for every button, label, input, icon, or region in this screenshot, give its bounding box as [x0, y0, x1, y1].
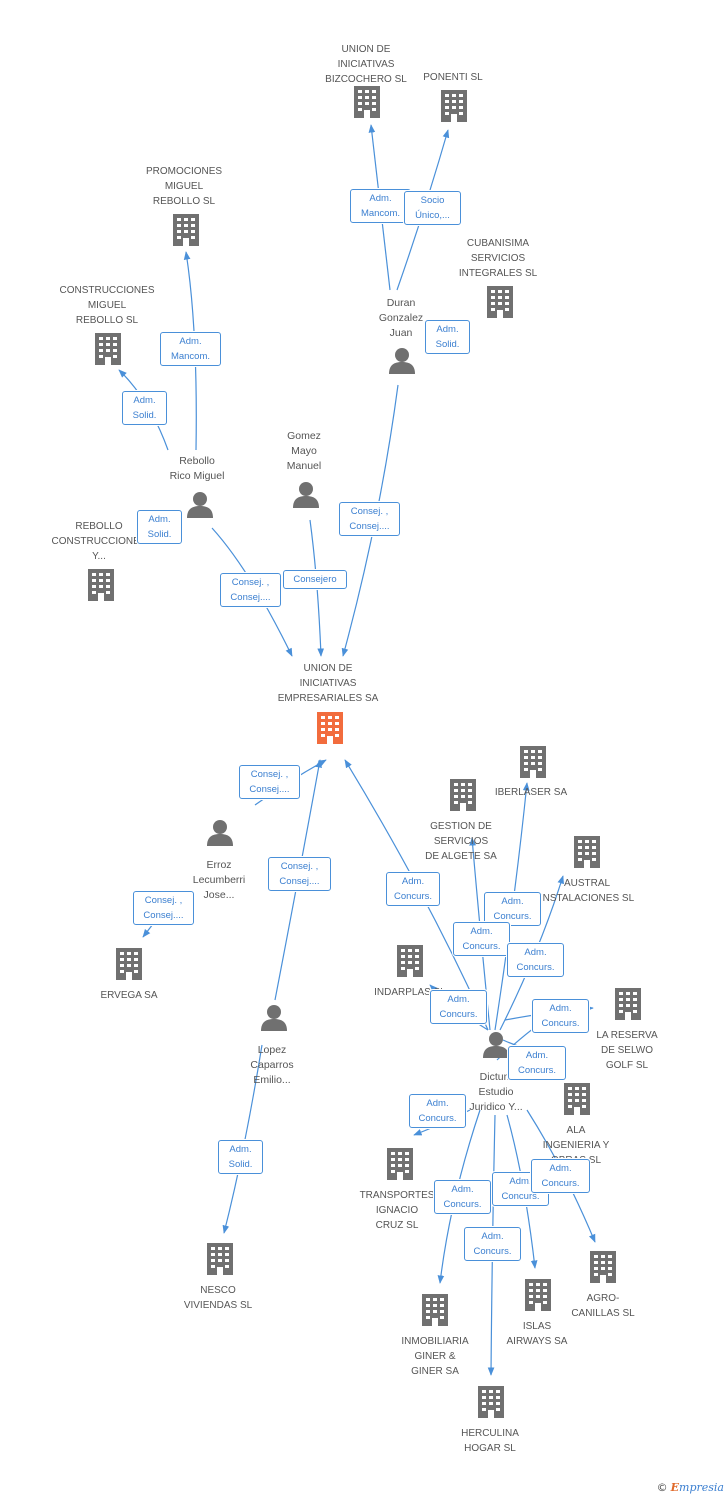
relation-badge[interactable]: Adm. Concurs.	[409, 1094, 466, 1128]
relation-badge[interactable]: Adm. Concurs.	[453, 922, 510, 956]
relation-badge[interactable]: Adm. Concurs.	[507, 943, 564, 977]
building-icon[interactable]	[95, 333, 121, 365]
copyright-symbol: ©	[656, 1481, 668, 1494]
building-icon[interactable]	[422, 1294, 448, 1326]
relation-badge[interactable]: Consej. , Consej....	[133, 891, 194, 925]
person-label[interactable]: Erroz Lecumberri Jose...	[192, 859, 246, 901]
person-label[interactable]: Dictum Estudio Juridico Y...	[469, 1071, 523, 1113]
empresia-watermark: ©Empresia	[657, 1481, 724, 1494]
company-label[interactable]: UNION DE INICIATIVAS BIZCOCHERO SL	[325, 44, 407, 85]
company-label[interactable]: TRANSPORTES IGNACIO CRUZ SL	[359, 1190, 435, 1231]
relation-badge[interactable]: Socio Único,...	[404, 191, 461, 225]
building-icon[interactable]	[88, 569, 114, 601]
building-icon[interactable]	[487, 286, 513, 318]
company-label[interactable]: LA RESERVA DE SELWO GOLF SL	[596, 1030, 658, 1071]
building-icon[interactable]	[354, 86, 380, 118]
company-label[interactable]: HERCULINA HOGAR SL	[461, 1428, 519, 1454]
company-label[interactable]: REBOLLO CONSTRUCCIONES Y...	[51, 521, 147, 562]
person-icon[interactable]	[293, 482, 319, 508]
relation-badge[interactable]: Adm. Concurs.	[386, 872, 440, 906]
relation-badge[interactable]: Consej. , Consej....	[239, 765, 300, 799]
relation-badge[interactable]: Adm. Concurs.	[531, 1159, 590, 1193]
building-icon[interactable]	[478, 1386, 504, 1418]
relation-badge[interactable]: Consejero	[283, 570, 347, 589]
building-icon[interactable]	[441, 90, 467, 122]
relation-badge[interactable]: Consej. , Consej....	[268, 857, 331, 891]
relation-badge[interactable]: Adm. Concurs.	[434, 1180, 491, 1214]
relation-badge[interactable]: Adm. Concurs.	[532, 999, 589, 1033]
company-label[interactable]: PONENTI SL	[423, 72, 483, 83]
company-label[interactable]: NESCO VIVIENDAS SL	[183, 1285, 253, 1311]
relation-badge[interactable]: Adm. Solid.	[137, 510, 182, 544]
relation-badge[interactable]: Adm. Concurs.	[430, 990, 487, 1024]
person-label[interactable]: Duran Gonzalez Juan	[378, 297, 424, 339]
building-icon[interactable]	[387, 1148, 413, 1180]
person-icon[interactable]	[207, 820, 233, 846]
person-icon[interactable]	[187, 492, 213, 518]
building-icon[interactable]	[116, 948, 142, 980]
company-label[interactable]: GESTION DE SERVICIOS DE ALGETE SA	[425, 821, 497, 862]
relation-badge[interactable]: Adm. Concurs.	[484, 892, 541, 926]
person-icon[interactable]	[389, 348, 415, 374]
brand-initial: E	[670, 1481, 680, 1494]
building-icon[interactable]	[207, 1243, 233, 1275]
relation-badge[interactable]: Adm. Solid.	[425, 320, 470, 354]
relation-badge[interactable]: Adm. Concurs.	[464, 1227, 521, 1261]
person-label[interactable]: Rebollo Rico Miguel	[169, 455, 225, 482]
brand-name: mpresia	[679, 1481, 724, 1494]
relation-badge[interactable]: Adm. Solid.	[122, 391, 167, 425]
company-label[interactable]: CUBANISIMA SERVICIOS INTEGRALES SL	[458, 238, 538, 279]
center-company-label[interactable]: UNION DE INICIATIVAS EMPRESARIALES SA	[277, 663, 379, 704]
relation-badge[interactable]: Adm. Concurs.	[508, 1046, 566, 1080]
company-label[interactable]: AUSTRAL INSTALACIONES SL	[539, 878, 635, 904]
building-icon[interactable]	[615, 988, 641, 1020]
building-icon[interactable]	[317, 712, 343, 744]
relation-badge[interactable]: Adm. Mancom.	[350, 189, 411, 223]
relation-badge[interactable]: Adm. Solid.	[218, 1140, 263, 1174]
building-icon[interactable]	[520, 746, 546, 778]
person-icon[interactable]	[261, 1005, 287, 1031]
building-icon[interactable]	[590, 1251, 616, 1283]
relation-badge[interactable]: Adm. Mancom.	[160, 332, 221, 366]
building-icon[interactable]	[173, 214, 199, 246]
person-label[interactable]: Gomez Mayo Manuel	[286, 430, 322, 472]
relation-badge[interactable]: Consej. , Consej....	[339, 502, 400, 536]
relation-badge[interactable]: Consej. , Consej....	[220, 573, 281, 607]
company-label[interactable]: AGRO- CANILLAS SL	[571, 1293, 635, 1319]
company-label[interactable]: IBERLASER SA	[494, 787, 568, 798]
company-label[interactable]: PROMOCIONES MIGUEL REBOLLO SL	[145, 166, 223, 207]
company-label[interactable]: CONSTRUCCIONES MIGUEL REBOLLO SL	[59, 285, 155, 326]
person-icon[interactable]	[483, 1032, 509, 1058]
building-icon[interactable]	[574, 836, 600, 868]
company-label[interactable]: ISLAS AIRWAYS SA	[506, 1321, 568, 1347]
company-label[interactable]: ERVEGA SA	[100, 990, 158, 1001]
building-icon[interactable]	[397, 945, 423, 977]
company-label[interactable]: INMOBILIARIA GINER & GINER SA	[401, 1336, 469, 1377]
person-label[interactable]: Lopez Caparros Emilio...	[250, 1044, 294, 1086]
building-icon[interactable]	[564, 1083, 590, 1115]
